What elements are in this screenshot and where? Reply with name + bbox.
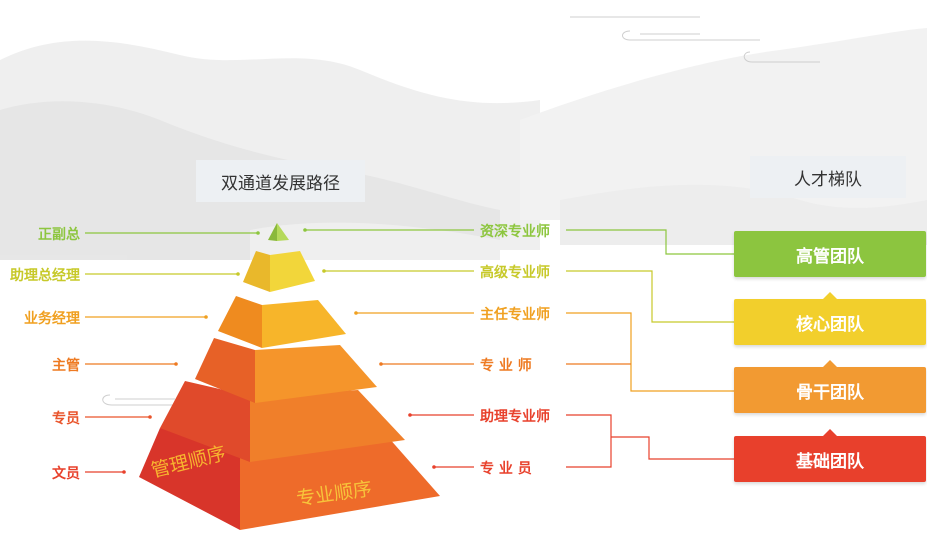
management-level-label: 主管 [52,358,80,374]
management-connector-lines [85,231,260,474]
pyramid-tier-5-left [160,381,250,462]
management-level-label: 专员 [52,411,80,427]
pyramid-tier-4-right [255,345,377,403]
team-box: 骨干团队 [734,367,926,413]
pyramid-tier-3-left [218,296,262,348]
pyramid-tier-6-right [240,437,440,530]
pyramid-tier-5-right [250,390,405,462]
pyramid-tier-3-right [262,300,346,348]
team-connector-line [566,229,734,255]
professional-connector-dot [379,362,383,366]
pyramid-tier-2-left [243,251,270,292]
team-box-notch [823,292,837,299]
cloud-decoration [102,16,820,406]
management-connector-dot [204,315,208,319]
team-box-notch [823,360,837,367]
professional-connector-dot [303,228,307,232]
management-connector-dot [148,415,152,419]
left-title-text: 双通道发展路径 [221,173,340,194]
professional-level-label: 高级专业师 [480,265,550,281]
professional-connector-dot [408,413,412,417]
team-connector-lines [566,229,734,468]
professional-connector-lines [303,228,474,469]
team-connector-line [566,270,734,323]
professional-level-label: 助理专业师 [480,409,550,425]
team-box-notch [823,429,837,436]
management-level-label: 文员 [52,466,80,482]
team-connector-line [566,414,612,468]
pyramid-tier-4-left [195,338,255,403]
professional-level-label: 主任专业师 [480,307,550,323]
professional-level-label: 专 业 师 [480,358,532,374]
professional-level-label: 资深专业师 [480,224,550,240]
management-connector-dot [236,272,240,276]
mountain-background [0,28,927,260]
team-box-label: 核心团队 [796,314,864,335]
pyramid-tier-1-left [268,223,277,241]
left-title: 双通道发展路径 [196,160,365,202]
management-connector-dot [256,231,260,235]
pyramid-tier-2-right [270,251,315,292]
professional-connector-dot [322,269,326,273]
team-box: 核心团队 [734,299,926,345]
pyramid-tier-6-left [139,428,240,530]
management-connector-dot [122,470,126,474]
professional-connector-dot [432,465,436,469]
right-title-text: 人才梯队 [794,169,862,190]
pyramid-tier-1-right [277,223,289,241]
team-box: 基础团队 [734,436,926,482]
management-level-label: 业务经理 [24,311,80,327]
management-level-label: 助理总经理 [10,268,80,284]
team-box: 高管团队 [734,231,926,277]
professional-level-label: 专 业 员 [480,461,532,477]
management-level-label: 正副总 [38,227,80,243]
team-connector-line [611,436,734,460]
right-title: 人才梯队 [750,156,906,198]
team-connector-line [566,312,734,392]
pyramid: 管理顺序 专业顺序 [139,223,440,530]
team-box-label: 骨干团队 [796,382,864,403]
professional-connector-dot [354,311,358,315]
team-box-label: 基础团队 [796,451,864,472]
team-box-label: 高管团队 [796,246,864,267]
management-connector-dot [174,362,178,366]
